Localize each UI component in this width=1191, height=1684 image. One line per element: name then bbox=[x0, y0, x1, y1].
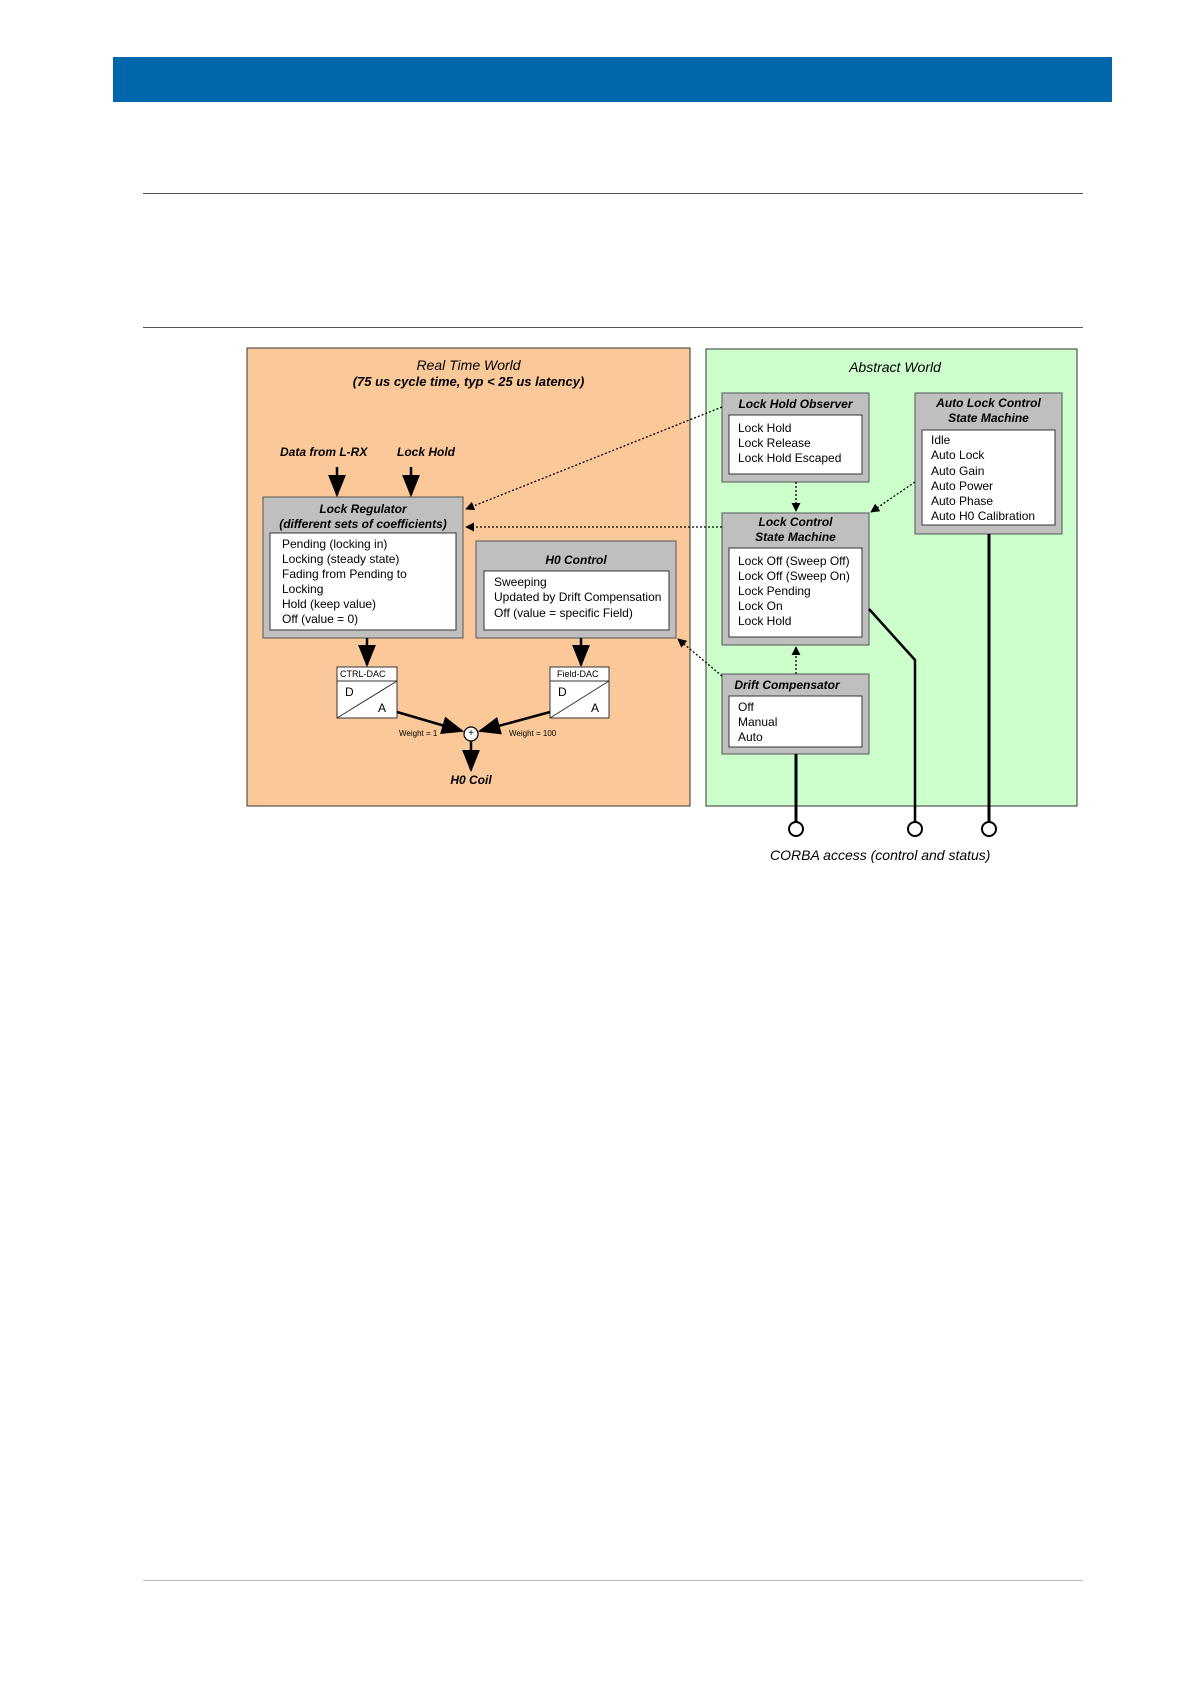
drift-state: Off bbox=[738, 700, 754, 714]
abstract-world-title: Abstract World bbox=[849, 359, 941, 375]
h0-state: Off (value = specific Field) bbox=[494, 606, 633, 620]
corba-port-lock-control bbox=[907, 821, 923, 837]
footer-rule bbox=[143, 1580, 1083, 1581]
input-lock-hold-label: Lock Hold bbox=[397, 445, 456, 459]
regulator-state: Locking (steady state) bbox=[282, 552, 400, 566]
lcsm-state: Lock Hold bbox=[738, 614, 792, 628]
drift-state: Auto bbox=[738, 730, 763, 744]
auto-state: Auto Lock bbox=[931, 448, 985, 462]
auto-lock-title-2: State Machine bbox=[948, 411, 1029, 425]
corba-access-label: CORBA access (control and status) bbox=[770, 847, 991, 863]
realtime-world-title: Real Time World bbox=[416, 357, 521, 373]
weight-right-label: Weight = 100 bbox=[509, 729, 557, 738]
h0-coil-label: H0 Coil bbox=[450, 773, 492, 787]
h0-state: Updated by Drift Compensation bbox=[494, 590, 662, 604]
field-dac-box bbox=[549, 666, 610, 719]
regulator-state: Fading from Pending to bbox=[282, 567, 407, 581]
auto-state: Idle bbox=[931, 433, 951, 447]
sum-symbol: + bbox=[468, 728, 474, 739]
lcsm-state: Lock Off (Sweep Off) bbox=[738, 554, 850, 568]
observer-state: Lock Hold bbox=[738, 421, 792, 435]
ctrl-dac-label: CTRL-DAC bbox=[340, 669, 386, 679]
auto-state: Auto Power bbox=[931, 479, 994, 493]
regulator-state: Locking bbox=[282, 582, 324, 596]
regulator-state: Off (value = 0) bbox=[282, 612, 359, 626]
observer-state: Lock Release bbox=[738, 436, 811, 450]
field-dac-a: A bbox=[591, 701, 600, 715]
header-bar bbox=[113, 57, 1112, 102]
section-rule-bottom bbox=[143, 327, 1083, 328]
auto-lock-title-1: Auto Lock Control bbox=[936, 396, 1041, 410]
h0-state: Sweeping bbox=[494, 575, 547, 589]
lock-control-title-1: Lock Control bbox=[758, 515, 833, 529]
lock-regulator-title: Lock Regulator bbox=[319, 502, 407, 516]
corba-port-auto-lock bbox=[981, 821, 997, 837]
lock-hold-observer-title: Lock Hold Observer bbox=[738, 397, 853, 411]
auto-state: Auto Phase bbox=[931, 494, 994, 508]
lock-regulator-subtitle: (different sets of coefficients) bbox=[279, 517, 447, 531]
lcsm-state: Lock Pending bbox=[738, 584, 811, 598]
field-dac-d: D bbox=[558, 685, 567, 699]
lcsm-state: Lock Off (Sweep On) bbox=[738, 569, 850, 583]
auto-state: Auto H0 Calibration bbox=[931, 509, 1036, 523]
regulator-state: Pending (locking in) bbox=[282, 537, 388, 551]
ctrl-dac-d: D bbox=[345, 685, 354, 699]
regulator-state: Hold (keep value) bbox=[282, 597, 377, 611]
drift-compensator-title: Drift Compensator bbox=[734, 678, 840, 692]
realtime-world-subtitle: (75 us cycle time, typ < 25 us latency) bbox=[352, 374, 585, 389]
corba-port-drift bbox=[788, 821, 804, 837]
observer-state: Lock Hold Escaped bbox=[738, 451, 842, 465]
section-rule-top bbox=[143, 193, 1083, 194]
h0-control-title: H0 Control bbox=[545, 553, 607, 567]
auto-state: Auto Gain bbox=[931, 464, 985, 478]
input-data-label: Data from L-RX bbox=[280, 445, 368, 459]
ctrl-dac-a: A bbox=[378, 701, 387, 715]
lock-control-title-2: State Machine bbox=[755, 530, 836, 544]
weight-left-label: Weight = 1 bbox=[399, 729, 438, 738]
field-dac-label: Field-DAC bbox=[557, 669, 599, 679]
drift-state: Manual bbox=[738, 715, 778, 729]
lcsm-state: Lock On bbox=[738, 599, 783, 613]
